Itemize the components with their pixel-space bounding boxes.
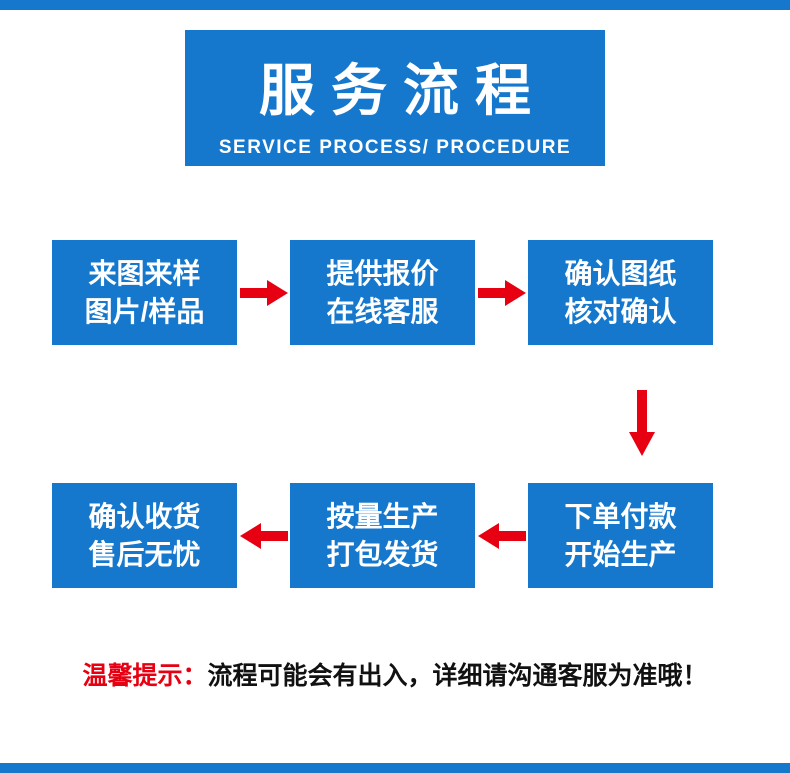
arrow-right-icon (240, 279, 288, 307)
header-banner: 服务流程 SERVICE PROCESS/ PROCEDURE (185, 30, 605, 166)
notice-text: 流程可能会有出入，详细请沟通客服为准哦！ (207, 662, 708, 690)
step-line: 售后无忧 (88, 538, 201, 570)
step-line: 在线客服 (326, 295, 439, 327)
notice: 温馨提示：流程可能会有出入，详细请沟通客服为准哦！ (0, 656, 790, 692)
notice-label: 温馨提示： (82, 662, 208, 690)
arrow-down-icon (627, 390, 657, 456)
step-line: 开始生产 (564, 538, 677, 570)
step-line: 图片/样品 (84, 295, 205, 327)
step-line: 确认图纸 (564, 257, 677, 289)
step-box-order-pay: 下单付款 开始生产 (528, 483, 713, 588)
step-box-sample: 来图来样 图片/样品 (52, 240, 237, 345)
step-line: 核对确认 (564, 295, 677, 327)
step-box-receive: 确认收货 售后无忧 (52, 483, 237, 588)
step-line: 按量生产 (326, 500, 439, 532)
step-line: 打包发货 (326, 538, 439, 570)
step-line: 来图来样 (88, 257, 201, 289)
step-line: 下单付款 (564, 500, 677, 532)
step-box-quote: 提供报价 在线客服 (290, 240, 475, 345)
step-box-confirm-drawing: 确认图纸 核对确认 (528, 240, 713, 345)
step-line: 提供报价 (326, 257, 439, 289)
top-accent-bar (0, 0, 790, 10)
arrow-left-icon (240, 522, 288, 550)
arrow-left-icon (478, 522, 526, 550)
step-line: 确认收货 (88, 500, 201, 532)
bottom-accent-bar (0, 763, 790, 773)
page-subtitle: SERVICE PROCESS/ PROCEDURE (218, 137, 572, 158)
arrow-right-icon (478, 279, 526, 307)
page-title: 服务流程 (259, 59, 547, 122)
step-box-produce-ship: 按量生产 打包发货 (290, 483, 475, 588)
